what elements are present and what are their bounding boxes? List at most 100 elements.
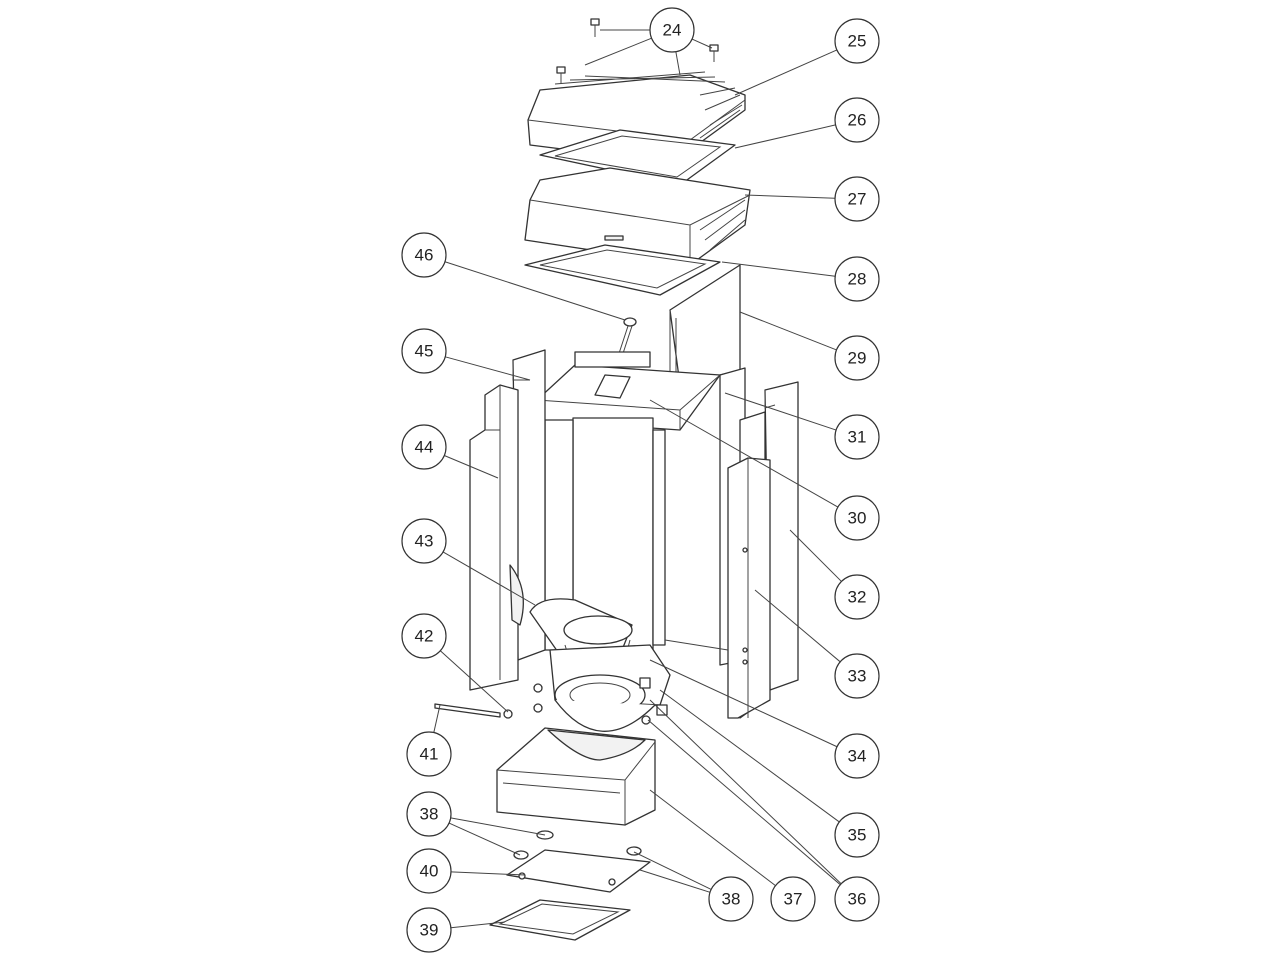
gasket-part — [539, 129, 736, 186]
callout-label: 30 — [848, 509, 867, 528]
callout-label: 39 — [420, 921, 439, 940]
rod-part — [434, 703, 501, 718]
leader-line — [744, 194, 836, 199]
callout-label: 46 — [415, 246, 434, 265]
callout-label: 40 — [420, 862, 439, 881]
leader-line — [649, 699, 842, 885]
callout-33: 33 — [834, 653, 880, 699]
callout-label: 33 — [848, 667, 867, 686]
leader-line — [649, 659, 838, 748]
callout-44: 44 — [401, 424, 447, 470]
callout-circle — [406, 907, 452, 953]
callout-24: 24 — [649, 7, 695, 53]
callout-label: 38 — [722, 890, 741, 909]
leader-line — [450, 921, 506, 929]
parts-drawing — [434, 18, 799, 941]
callout-circle — [770, 876, 816, 922]
callout-circle — [649, 7, 695, 53]
left-side-panels-part — [469, 349, 546, 691]
leader-line — [691, 38, 713, 49]
tray-part — [496, 727, 656, 826]
callout-circle — [834, 495, 880, 541]
callout-label: 42 — [415, 627, 434, 646]
leader-line — [450, 817, 546, 836]
callout-circle — [834, 256, 880, 302]
callout-label: 27 — [848, 190, 867, 209]
callout-circle — [834, 18, 880, 64]
callout-39: 39 — [406, 907, 452, 953]
callout-label: 34 — [848, 747, 867, 766]
leader-line — [724, 392, 837, 431]
leader-line — [649, 399, 839, 508]
leader-lines — [433, 29, 842, 929]
callout-28: 28 — [834, 256, 880, 302]
callout-circle — [834, 733, 880, 779]
callout-label: 32 — [848, 588, 867, 607]
callout-label: 35 — [848, 826, 867, 845]
callout-label: 45 — [415, 342, 434, 361]
callout-label: 43 — [415, 532, 434, 551]
callout-circle — [834, 414, 880, 460]
leader-line — [789, 529, 842, 582]
callouts: 2425262728293130323334353637383840394142… — [401, 7, 880, 953]
leader-line — [739, 311, 837, 351]
callout-38: 38 — [406, 791, 452, 837]
leader-line — [754, 589, 841, 663]
callout-circle — [834, 335, 880, 381]
callout-circle — [401, 232, 447, 278]
callout-36: 36 — [834, 876, 880, 922]
callout-circle — [406, 791, 452, 837]
callout-32: 32 — [834, 574, 880, 620]
leader-line — [675, 51, 681, 76]
fastener-part — [503, 683, 651, 725]
callout-label: 28 — [848, 270, 867, 289]
leader-line — [433, 704, 441, 733]
callout-43: 43 — [401, 518, 447, 564]
callout-label: 26 — [848, 111, 867, 130]
callout-46: 46 — [401, 232, 447, 278]
leader-line — [442, 551, 536, 606]
leader-line — [649, 789, 776, 887]
callout-label: 36 — [848, 890, 867, 909]
right-side-panels-part — [664, 367, 799, 719]
callout-circle — [834, 812, 880, 858]
callout-31: 31 — [834, 414, 880, 460]
leader-line — [734, 49, 838, 96]
leader-line — [444, 261, 626, 321]
leader-line — [448, 822, 521, 856]
leader-line — [450, 871, 526, 876]
callout-37: 37 — [770, 876, 816, 922]
callout-circle — [834, 876, 880, 922]
callout-41: 41 — [406, 731, 452, 777]
callout-label: 29 — [848, 349, 867, 368]
callout-circle — [834, 97, 880, 143]
leader-line — [584, 37, 652, 66]
callout-26: 26 — [834, 97, 880, 143]
callout-30: 30 — [834, 495, 880, 541]
callout-38: 38 — [708, 876, 754, 922]
callout-label: 38 — [420, 805, 439, 824]
callout-29: 29 — [834, 335, 880, 381]
housing-part — [524, 167, 751, 266]
callout-circle — [834, 653, 880, 699]
callout-42: 42 — [401, 613, 447, 659]
callout-circle — [401, 613, 447, 659]
leader-line — [647, 719, 841, 886]
leader-line — [721, 261, 836, 277]
leader-line — [444, 455, 499, 479]
callout-circle — [708, 876, 754, 922]
callout-40: 40 — [406, 848, 452, 894]
callout-circle — [401, 518, 447, 564]
base-plate-part — [506, 830, 651, 893]
callout-circle — [401, 328, 447, 374]
lower-gasket-part — [524, 244, 721, 296]
leader-line — [439, 650, 509, 713]
callout-circle — [834, 574, 880, 620]
leader-line — [639, 869, 711, 893]
callout-34: 34 — [834, 733, 880, 779]
callout-label: 37 — [784, 890, 803, 909]
fan-housing-part — [549, 644, 671, 732]
callout-circle — [834, 176, 880, 222]
